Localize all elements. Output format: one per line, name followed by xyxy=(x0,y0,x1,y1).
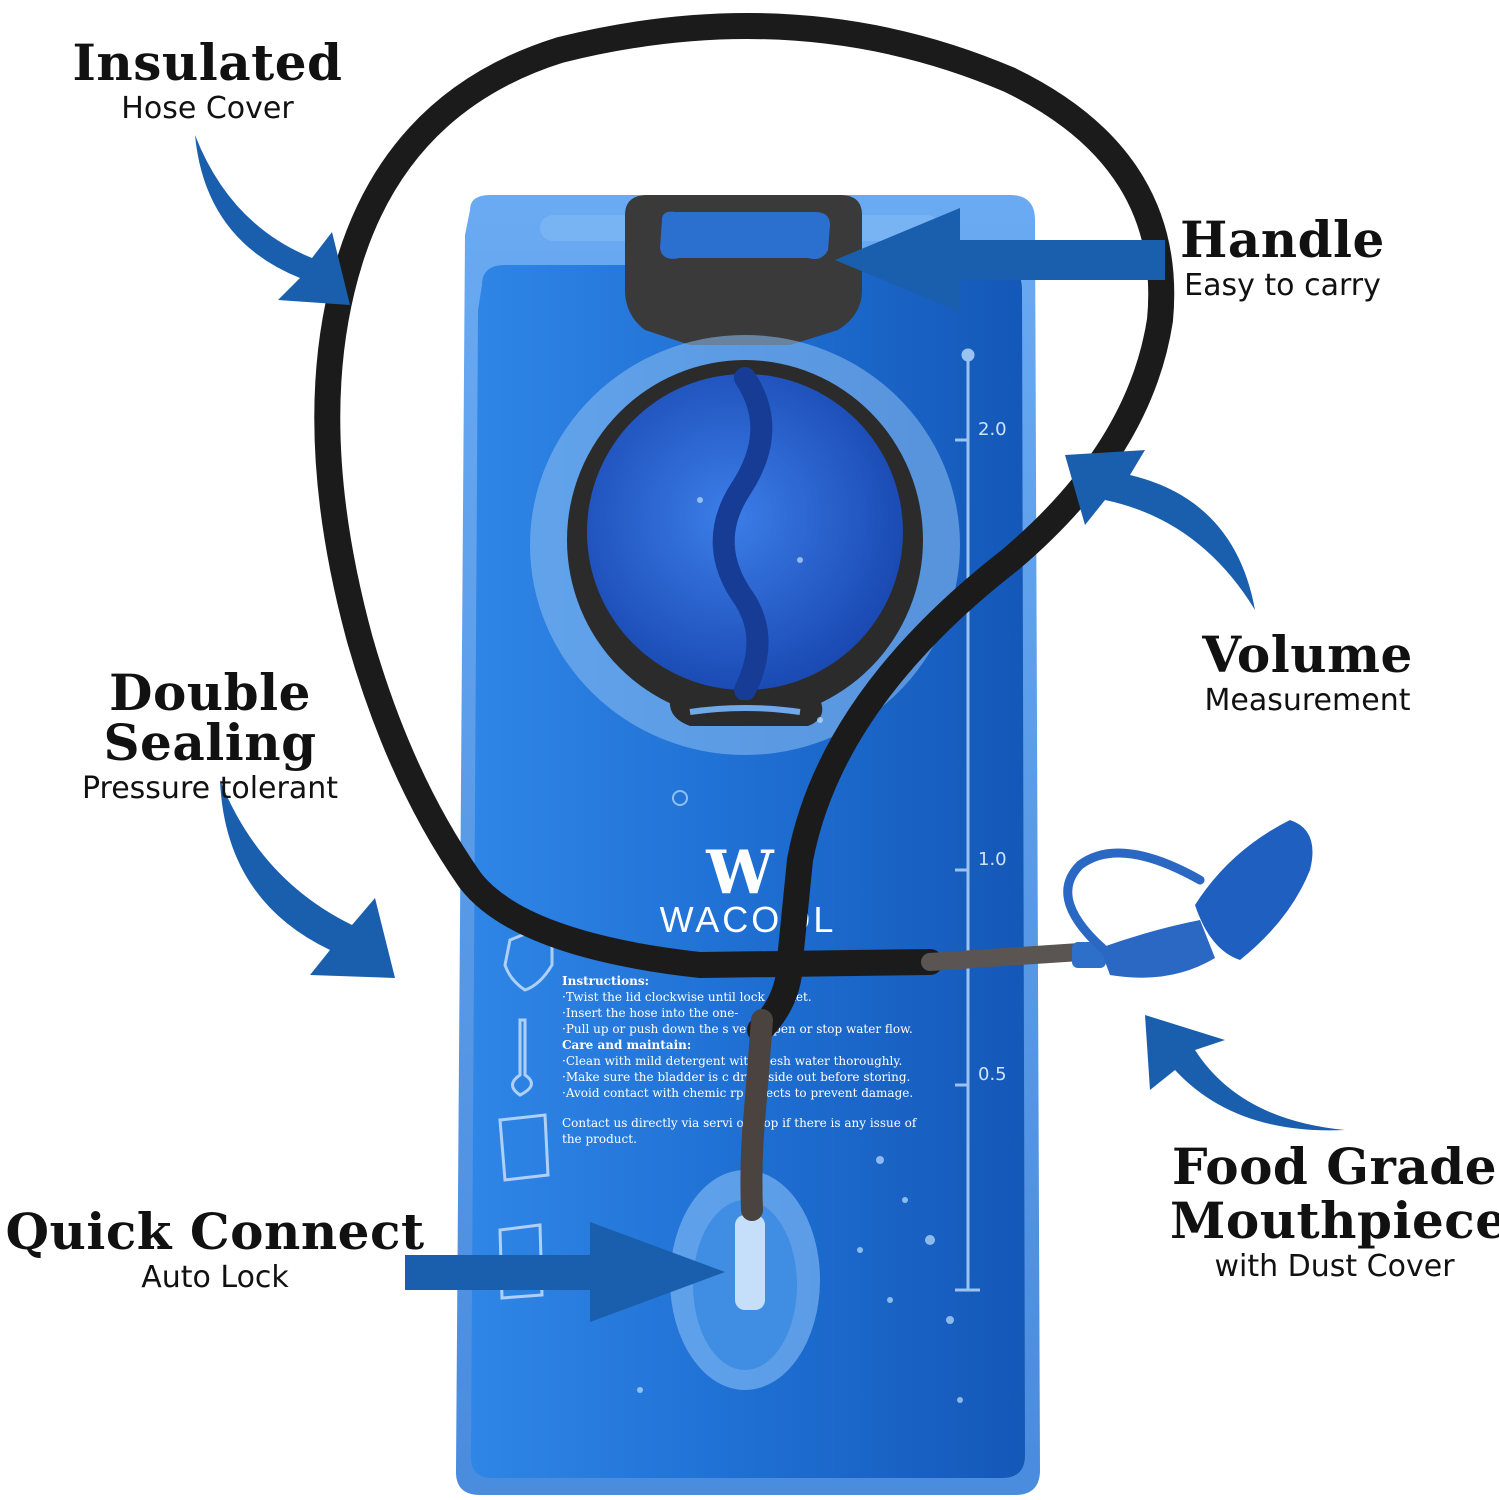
callout-food-grade: Food Grade Mouthpiece with Dust Cover xyxy=(1170,1142,1499,1282)
instruction-line: ·Avoid contact with chemic rp objects to… xyxy=(562,1086,913,1100)
callout-subtitle: with Dust Cover xyxy=(1214,1249,1455,1284)
cap-s-divider xyxy=(712,367,773,701)
curved-arrow-icon xyxy=(220,780,395,978)
quick-connect-fitting xyxy=(735,1215,765,1310)
volume-scale xyxy=(955,348,980,1292)
instruction-line: ·Clean with mild detergent with fresh wa… xyxy=(562,1054,902,1068)
instruction-line: Care and maintain: xyxy=(562,1038,691,1052)
callout-subtitle: Hose Cover xyxy=(121,91,294,126)
instruction-line: ·Make sure the bladder is c dry inside o… xyxy=(562,1070,910,1084)
mouthpiece xyxy=(1063,820,1313,978)
instruction-line: Contact us directly via servi ool.top if… xyxy=(562,1116,918,1130)
curved-arrow-icon xyxy=(1145,1015,1345,1131)
callout-title: Double Sealing xyxy=(103,663,317,772)
handle-grip-hole xyxy=(660,211,830,259)
instruction-line: ·Twist the lid clockwise until lock sock… xyxy=(562,990,812,1004)
callout-quick-connect: Quick Connect Auto Lock xyxy=(5,1207,425,1293)
shield-icon xyxy=(503,926,554,992)
callout-insulated: Insulated Hose Cover xyxy=(50,38,365,124)
instruction-line: Instructions: xyxy=(562,974,649,988)
callout-title: Handle xyxy=(1180,210,1385,269)
instruction-line: the product. xyxy=(562,1132,637,1146)
cap-inner xyxy=(587,374,903,690)
scale-mark-2-0: 2.0 xyxy=(978,419,1007,440)
scale-mark-0-5: 0.5 xyxy=(978,1064,1007,1085)
callout-subtitle: Auto Lock xyxy=(141,1260,289,1295)
callout-double-sealing: Double Sealing Pressure tolerant xyxy=(0,668,420,804)
printed-instructions: Instructions: ·Twist the lid clockwise u… xyxy=(562,974,918,1146)
bare-tube-lower xyxy=(740,1009,773,1221)
instruction-line: ·Insert the hose into the one- xyxy=(562,1006,738,1020)
callout-subtitle: Pressure tolerant xyxy=(81,771,339,806)
straight-arrow-icon xyxy=(405,1222,725,1322)
callout-title: Volume xyxy=(1202,625,1413,684)
bite-valve xyxy=(1195,820,1313,960)
cap-tab xyxy=(669,700,823,726)
curved-arrow-icon xyxy=(1065,450,1255,610)
brand-mark: W xyxy=(705,838,775,908)
thermometer-icon xyxy=(511,1018,533,1097)
brand-name: WACOOL xyxy=(660,899,837,940)
dust-cover-strap xyxy=(1063,848,1205,960)
callout-title: Insulated xyxy=(72,33,343,92)
callout-volume: Volume Measurement xyxy=(1175,630,1440,716)
curved-arrow-icon xyxy=(195,135,350,305)
callout-title-line2: Mouthpiece xyxy=(1170,1191,1499,1250)
callout-title-line1: Food Grade xyxy=(1171,1137,1498,1196)
callout-title: Quick Connect xyxy=(5,1202,425,1261)
bare-tube-right xyxy=(921,943,1089,971)
straight-arrow-icon xyxy=(835,208,1165,312)
callout-subtitle: Easy to carry xyxy=(1184,268,1381,303)
dishwasher-icon xyxy=(498,1113,550,1182)
instruction-line: ·Pull up or push down the s ve to open o… xyxy=(562,1022,913,1036)
insulated-hose xyxy=(314,13,1175,1043)
water-droplets xyxy=(637,497,963,1403)
scale-mark-1-0: 1.0 xyxy=(978,849,1007,870)
callout-handle: Handle Easy to carry xyxy=(1160,215,1405,301)
callout-subtitle: Measurement xyxy=(1204,683,1411,718)
